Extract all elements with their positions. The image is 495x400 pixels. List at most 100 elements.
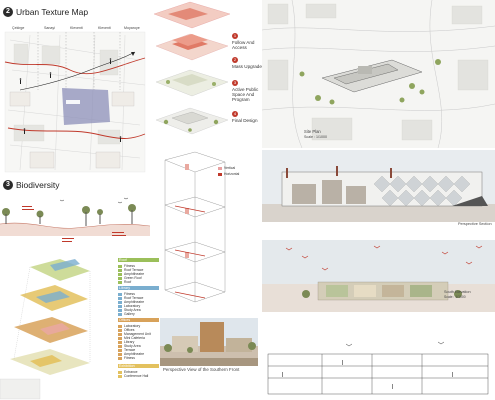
vignette-4 — [95, 151, 121, 169]
circulation-vertical — [185, 164, 189, 258]
legend-item: Amphitheatre — [118, 300, 144, 304]
neighbourhood-label-2: Sanayi — [44, 26, 55, 30]
legend-item: Gallery — [118, 312, 135, 316]
legend-item: Mini Cafeteria — [118, 336, 145, 340]
legend-item: Fitness — [118, 292, 135, 296]
axon-ground-plan — [0, 378, 41, 400]
south-elevation — [262, 240, 495, 312]
legend-item: Amphitheatre — [118, 352, 144, 356]
vignette-1 — [9, 91, 31, 107]
circulation-horizontal — [174, 205, 206, 299]
section-3-number: 3 — [3, 180, 13, 190]
axon-layer-1 — [30, 259, 90, 281]
route-red — [4, 57, 146, 75]
step-1-number: 1 — [232, 33, 238, 39]
site-plan-roads — [262, 0, 495, 148]
elevation-trees — [302, 290, 462, 298]
program-legend-group-offices: Offices — [118, 318, 159, 322]
site-plan-scale: Scale : 1/1000 — [304, 135, 327, 139]
legend-item: Entrance — [118, 370, 138, 374]
legend-item: Amphitheatre — [118, 272, 144, 276]
perspective-photo — [160, 318, 258, 366]
section-2-number: 2 — [3, 7, 13, 17]
legend-item: Fitness — [118, 264, 135, 268]
neighbourhood-label-1: Çekirge — [12, 26, 25, 30]
site-area — [62, 88, 110, 125]
legend-item: Green Roof — [118, 276, 142, 280]
step-1-label: Follow And Access — [232, 40, 255, 50]
step-4-number: 4 — [232, 111, 238, 117]
site-plan-blocks — [267, 3, 489, 141]
section-columns — [286, 166, 392, 178]
axon-layer-2 — [20, 285, 88, 311]
step-3-number: 3 — [232, 80, 238, 86]
step-1-diagram — [153, 1, 231, 29]
legend-item: Laboratory — [118, 324, 140, 328]
route-red-2 — [7, 127, 146, 139]
long-section-birds — [345, 341, 445, 347]
long-section-structure — [267, 353, 489, 395]
neighbourhood-label-4: Kleventi — [98, 26, 111, 30]
legend-item: Roof Terrace — [118, 268, 143, 272]
legend-item: Roof Terrace — [118, 296, 143, 300]
neighbourhood-label-3: Kleventi — [70, 26, 83, 30]
site-label-box — [66, 100, 80, 104]
section-label: Perspective Section — [458, 222, 492, 226]
site-plan-trees — [299, 59, 441, 105]
biodiversity-ground-line — [0, 222, 150, 229]
step-4-label: Final Design — [232, 118, 258, 123]
exploded-circulation — [164, 151, 226, 303]
section-interior — [292, 180, 366, 204]
legend-item: Offices — [118, 328, 135, 332]
biodiversity-annotations — [22, 206, 126, 242]
long-section-figures — [282, 360, 453, 389]
step-2-label: Mass Upgrade — [232, 64, 262, 69]
route-arrow-head — [131, 52, 135, 56]
axon-guides — [13, 266, 91, 363]
section-facade-pattern — [373, 175, 471, 207]
biodiversity-section — [0, 197, 150, 242]
axon-layer-4 — [10, 349, 90, 375]
legend-item: Roof — [118, 280, 131, 284]
legend-item: Laboratory — [118, 304, 140, 308]
neighbourhood-dividers — [37, 32, 121, 90]
axon-layer-3 — [14, 317, 88, 343]
legend-item: Fitness — [118, 356, 135, 360]
legend-item: Management Unit — [118, 332, 151, 336]
biodiversity-ground — [0, 223, 150, 236]
neighbourhood-label-5: Moyaroye — [124, 26, 140, 30]
legend-item: Terrace — [118, 348, 135, 352]
program-legend-group-roof: Roof — [118, 258, 159, 262]
program-legend-group-library: Library — [118, 286, 159, 290]
vignette-3 — [29, 151, 55, 169]
legend-item-horizontal: Horizontal — [218, 172, 239, 176]
step-2-number: 2 — [232, 57, 238, 63]
elevation-scale: Scale : 1/1000 — [444, 295, 466, 299]
section-3-title: Biodiversity — [16, 180, 60, 190]
legend-item-vertical: Vertical — [218, 166, 235, 170]
elevation-building — [317, 281, 449, 301]
step-3-diagram — [155, 69, 229, 97]
site-plan-label: Site Plan — [304, 129, 321, 134]
circulation-frames — [164, 151, 226, 303]
section-ramp — [452, 196, 488, 206]
urban-texture-map — [4, 31, 146, 173]
legend-item: Study Area — [118, 308, 141, 312]
perspective-section — [262, 150, 495, 222]
elevation-birds — [285, 245, 483, 271]
step-2-diagram — [155, 33, 229, 61]
design-steps-diagrams — [153, 1, 231, 135]
biodiversity-birds — [59, 197, 129, 204]
elevation-label: South Elevation — [444, 290, 471, 294]
legend-item: Conference Hall — [118, 374, 148, 378]
section-2-title: Urban Texture Map — [16, 7, 89, 17]
site-plan — [262, 0, 495, 148]
site-plan-building — [321, 59, 423, 93]
biodiversity-trees — [2, 204, 136, 226]
long-section — [262, 340, 495, 400]
photo-caption: Perspective View of the Southern Front — [163, 367, 240, 372]
program-legend: Roof Fitness Roof Terrace Amphitheatre G… — [118, 258, 162, 398]
step-4-diagram — [155, 107, 229, 135]
circulation-legend: Vertical Horizontal — [218, 166, 252, 182]
legend-item: Study Area — [118, 344, 141, 348]
